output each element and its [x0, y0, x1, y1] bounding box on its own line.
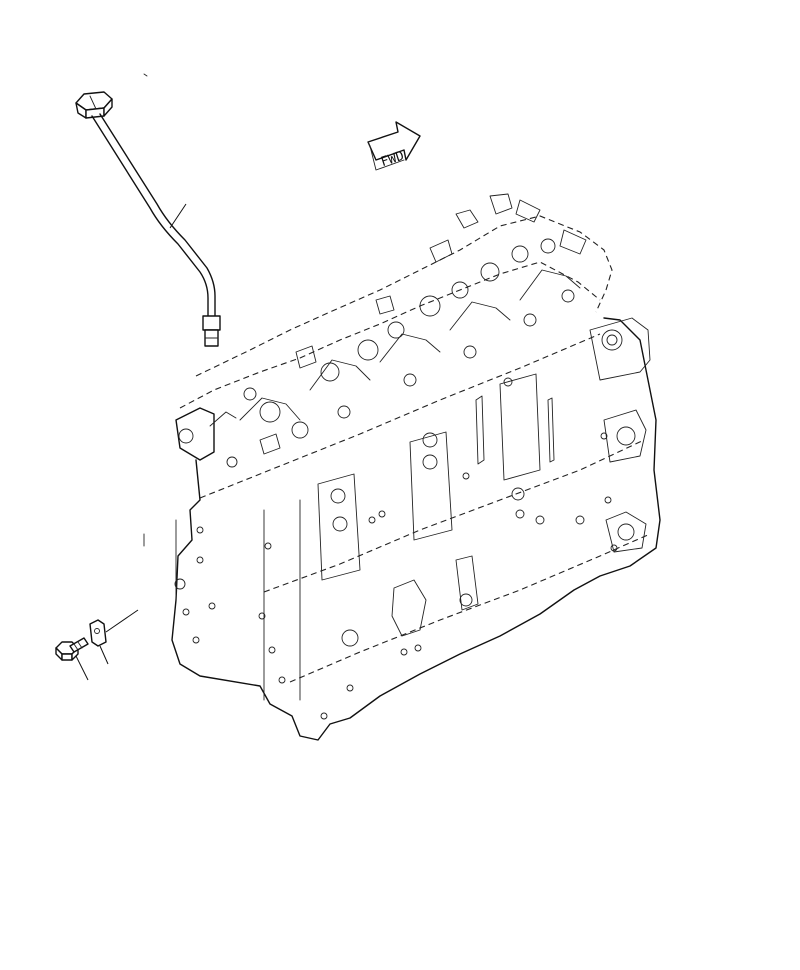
reference-tick: [143, 73, 148, 77]
tube-clip-icon: [89, 619, 107, 647]
tube-leader-line: [169, 203, 187, 229]
fwd-arrow-icon: FWD: [367, 121, 421, 171]
engine-block-icon: [171, 193, 661, 741]
bolt-leader-line: [75, 655, 89, 681]
clip-leader-line: [99, 645, 109, 665]
oil-dipstick-tube-icon: [75, 91, 221, 347]
flange-bolt-icon: [55, 637, 89, 661]
fwd-label: FWD: [379, 149, 406, 171]
clip-to-block-line: [105, 609, 139, 633]
